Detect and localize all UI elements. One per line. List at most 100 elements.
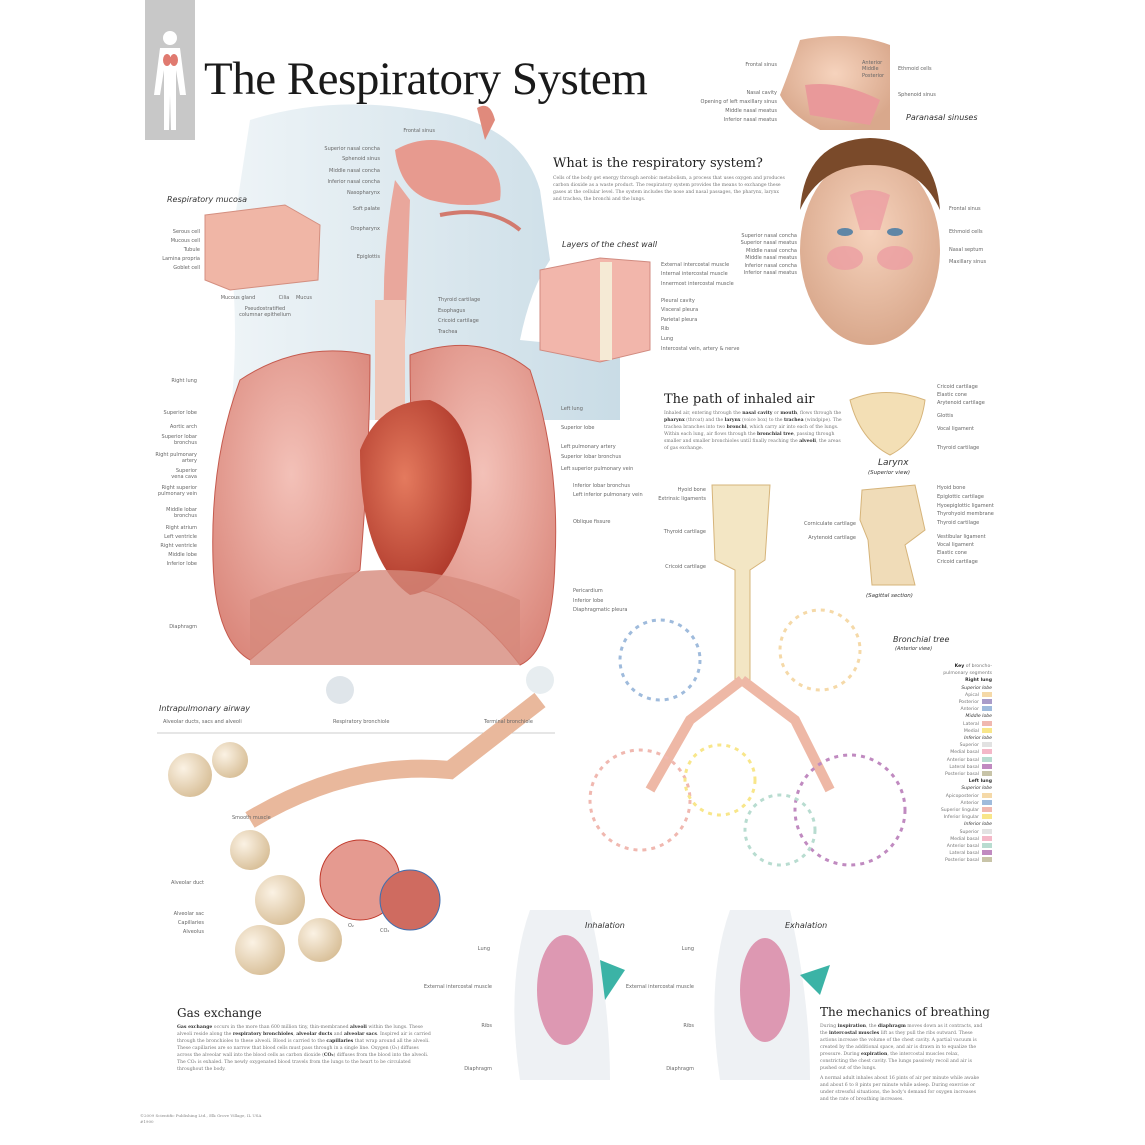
key-item-label: Anterior basal bbox=[946, 844, 979, 850]
lung-left-label: Right atrium bbox=[165, 525, 197, 531]
exhale-label: Lung bbox=[681, 946, 694, 952]
key-item-label: Medial bbox=[963, 728, 979, 734]
lung-left-label: Superior lobe bbox=[163, 410, 197, 416]
larynx-sag-label: Elastic cone bbox=[937, 550, 967, 556]
lung-left-label: Superior vena cava bbox=[171, 468, 197, 480]
key-swatch bbox=[982, 792, 992, 798]
head-label: Soft palate bbox=[352, 206, 380, 212]
key-item: Anterior basal bbox=[922, 756, 992, 764]
key-item: Superior bbox=[922, 742, 992, 749]
key-item-label: Medial basal bbox=[950, 836, 979, 842]
sinus-label: Frontal sinus bbox=[745, 62, 777, 68]
gas-exchange-heading: Gas exchange bbox=[177, 1006, 262, 1020]
larynx-sag-label: Hyoepiglottic ligament bbox=[937, 503, 994, 509]
mucosa-label: Tubule bbox=[183, 247, 200, 253]
larynx-superior-illustration bbox=[849, 392, 926, 456]
sinus-label: Sphenoid sinus bbox=[898, 92, 936, 98]
key-swatch bbox=[982, 706, 992, 712]
head-label: Sphenoid sinus bbox=[342, 156, 380, 162]
airway-label: Smooth muscle bbox=[232, 815, 271, 821]
sinus-label: Middle nasal meatus bbox=[725, 108, 777, 114]
airway-label: Terminal bronchiole bbox=[484, 719, 533, 725]
lung-left-label: Right ventricle bbox=[160, 543, 197, 549]
key-lung-heading: Left lung bbox=[968, 779, 992, 785]
larynx-sag-label: Hyoid bone bbox=[937, 485, 966, 491]
key-item-label: Lateral basal bbox=[949, 851, 979, 857]
key-item: Superior bbox=[922, 828, 992, 836]
inhale-label: Lung bbox=[477, 946, 490, 952]
key-item-label: Lateral bbox=[963, 721, 979, 727]
lung-left-label: Middle lobe bbox=[168, 552, 197, 558]
key-item: Apical bbox=[922, 691, 992, 699]
key-title: Key of broncho- pulmonary segments bbox=[943, 664, 992, 677]
caption-intrapulmonary: Intrapulmonary airway bbox=[159, 704, 250, 713]
caption-anterior-view: (Anterior view) bbox=[895, 646, 933, 652]
caption-inhalation: Inhalation bbox=[585, 921, 625, 930]
key-lobe-heading: Superior lobe bbox=[961, 685, 992, 691]
sinus-label: Posterior bbox=[862, 73, 885, 79]
lung-right-label: Oblique fissure bbox=[573, 519, 611, 525]
head-label: Middle nasal concha bbox=[329, 168, 380, 174]
path-heading: The path of inhaled air bbox=[664, 392, 815, 407]
lung-right-label: Diaphragmatic pleura bbox=[573, 607, 628, 613]
key-swatch bbox=[982, 756, 992, 762]
chest-wall-label: Rib bbox=[661, 326, 670, 332]
lung-right-label: Left superior pulmonary vein bbox=[561, 466, 634, 472]
lung-right-label: Pericardium bbox=[573, 588, 603, 594]
key-item-label: Apical bbox=[965, 692, 979, 698]
sinus-label: Nasal cavity bbox=[746, 90, 777, 96]
mucosa-label: Lamina propria bbox=[162, 256, 200, 262]
lung-right-label: Inferior lobar bronchus bbox=[573, 483, 630, 489]
mucosa-label: Cilia bbox=[278, 295, 290, 301]
airway-label: CO₂ bbox=[380, 928, 390, 934]
key-swatch bbox=[982, 699, 992, 705]
key-item: Medial bbox=[922, 727, 992, 735]
chest-wall-illustration bbox=[539, 257, 651, 363]
key-item: Lateral bbox=[922, 720, 992, 728]
lung-left-label: Inferior lobe bbox=[166, 561, 197, 567]
key-item: Superior lingular bbox=[922, 807, 992, 814]
head-label: Frontal sinus bbox=[403, 128, 435, 134]
key-item: Posterior basal bbox=[922, 771, 992, 778]
mechanics-heading: The mechanics of breathing bbox=[820, 1005, 990, 1019]
key-item-label: Inferior lingular bbox=[943, 815, 979, 821]
sinus-label: Inferior nasal meatus bbox=[723, 117, 777, 123]
face-label: Superior nasal concha bbox=[741, 233, 797, 239]
face-label: Inferior nasal concha bbox=[744, 263, 797, 269]
chest-wall-label: Innermost intercostal muscle bbox=[661, 281, 734, 287]
lung-right-label: Left pulmonary artery bbox=[561, 444, 616, 450]
chest-wall-label: External intercostal muscle bbox=[661, 262, 730, 268]
mucosa-label: Pseudostratified columnar epithelium bbox=[239, 306, 291, 318]
trachea-label: Extrinsic ligaments bbox=[658, 496, 706, 502]
larynx-sup-label: Vocal ligament bbox=[937, 426, 974, 432]
key-item-label: Medial basal bbox=[950, 750, 979, 756]
key-lung-heading: Right lung bbox=[965, 678, 992, 684]
larynx-sag-label: Thyrohyoid membrane bbox=[937, 511, 994, 517]
sinus-label: Ethmoid cells bbox=[898, 66, 932, 72]
body-figure-icon bbox=[154, 31, 186, 130]
lung-left-label: Diaphragm bbox=[169, 624, 197, 630]
key-item-label: Anterior bbox=[960, 707, 979, 713]
key-item: Lateral basal bbox=[922, 850, 992, 857]
head-label: Cricoid cartilage bbox=[438, 318, 479, 324]
mucosa-label: Mucous gland bbox=[220, 295, 256, 301]
key-item-label: Apicoposterior bbox=[945, 793, 979, 799]
key-item: Anterior bbox=[922, 706, 992, 713]
mechanics-text-2: A normal adult inhales about 16 pints of… bbox=[820, 1076, 980, 1102]
key-item-label: Superior bbox=[959, 743, 979, 749]
key-swatch bbox=[982, 771, 992, 777]
trachea-label: Hyoid bone bbox=[677, 487, 706, 493]
key-lobe-heading: Inferior lobe bbox=[964, 736, 992, 742]
inhale-label: External intercostal muscle bbox=[423, 984, 492, 990]
key-swatch bbox=[982, 763, 992, 769]
mucosa-label: Mucus bbox=[295, 295, 313, 301]
sinus-label: Opening of left maxillary sinus bbox=[700, 99, 777, 105]
trachea-label: Cricoid cartilage bbox=[665, 564, 706, 570]
chest-wall-label: Visceral pleura bbox=[661, 307, 699, 313]
key-lobe-heading: Inferior lobe bbox=[964, 822, 992, 828]
exhale-label: Diaphragm bbox=[666, 1066, 694, 1072]
face-label: Inferior nasal meatus bbox=[743, 270, 797, 276]
caption-larynx-superior: (Superior view) bbox=[868, 470, 910, 476]
larynx-sup-label: Cricoid cartilage bbox=[937, 384, 978, 390]
